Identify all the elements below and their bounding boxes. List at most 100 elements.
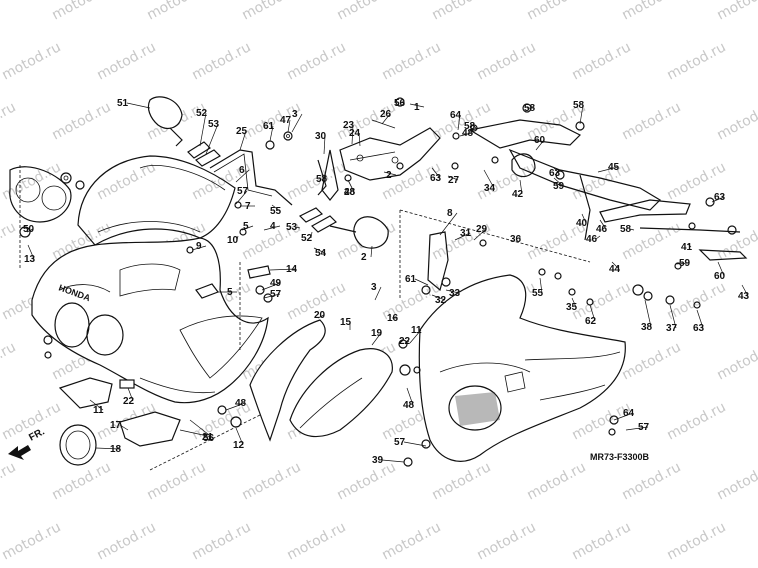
leader-line: [595, 235, 601, 240]
callout-number: 2: [386, 170, 392, 181]
fasteners: [43, 97, 737, 467]
leader-line: [119, 424, 129, 431]
leader-line: [741, 284, 749, 297]
callout-number: 43: [738, 291, 750, 302]
leader-line: [317, 314, 325, 319]
callout-number: 13: [24, 254, 36, 265]
watermark-text: motod.ru: [239, 459, 303, 503]
watermark-text: motod.ru: [49, 99, 113, 143]
stay-25: [209, 149, 293, 206]
watermark-text: motod.ru: [524, 459, 588, 503]
leader-line: [89, 399, 104, 411]
leader-line: [263, 225, 281, 231]
leader-line: [381, 459, 405, 463]
ring-12: [59, 424, 97, 466]
callout-number: 63: [693, 323, 705, 334]
grommet-48: [60, 172, 85, 190]
callout-number: 5: [227, 287, 233, 298]
leader-line: [445, 289, 460, 294]
hook-34: [511, 153, 536, 178]
watermark-text: motod.ru: [189, 519, 253, 563]
callout-number: 63: [714, 192, 726, 203]
watermark-text: motod.ru: [619, 339, 683, 383]
watermark-text: motod.ru: [474, 39, 538, 83]
watermark-text: motod.ru: [0, 99, 19, 143]
leader-line: [687, 243, 692, 248]
callout-number: 20: [314, 310, 326, 321]
leader-line: [581, 213, 587, 224]
callout-number: 26: [380, 109, 392, 120]
watermark-text: motod.ru: [664, 399, 728, 443]
watermark-text: motod.ru: [379, 39, 443, 83]
leader-line: [263, 293, 281, 299]
leader-line: [313, 247, 326, 254]
leader-line: [291, 113, 303, 133]
callout-number: 2: [361, 252, 367, 263]
leader-line: [553, 167, 560, 174]
callout-number: 61: [263, 121, 275, 132]
leader-line: [399, 101, 405, 104]
callout-number: 53: [208, 119, 220, 130]
callout-number: 51: [117, 98, 129, 109]
leader-lines: [26, 101, 749, 463]
callout-number: 48: [462, 128, 474, 139]
callout-number: 34: [484, 183, 496, 194]
watermark-text: motod.ru: [569, 39, 633, 83]
leader-line: [454, 232, 471, 241]
leader-line: [599, 219, 607, 230]
callout-number: 12: [233, 440, 245, 451]
callout-number: 57: [270, 289, 282, 300]
callout-number: 53: [286, 222, 298, 233]
callout-number: 42: [512, 189, 524, 200]
callout-number: 52: [301, 233, 313, 244]
callout-number: 64: [450, 110, 462, 121]
callout-number: 55: [532, 288, 544, 299]
leader-line: [625, 426, 649, 431]
leader-line: [383, 171, 397, 176]
callout-number: 16: [387, 313, 399, 324]
callout-number: 31: [460, 228, 472, 239]
callout-number: 4: [270, 221, 276, 232]
leader-line: [261, 282, 281, 291]
callout-number: 56: [203, 433, 215, 444]
callout-number: 60: [534, 135, 546, 146]
callout-number: 25: [236, 126, 248, 137]
callout-number: 11: [411, 325, 422, 336]
inner-panel-18: [119, 411, 181, 447]
main-bracket: [321, 119, 441, 201]
callout-number: 36: [510, 234, 522, 245]
gasket-53b: [311, 215, 337, 233]
callout-number: 33: [449, 288, 461, 299]
callout-number: 48: [344, 187, 356, 198]
callout-number: 10: [227, 235, 239, 246]
leader-line: [191, 245, 207, 251]
watermark-text: motod.ru: [49, 0, 113, 24]
callout-number: 58: [620, 224, 632, 235]
callout-number: 9: [196, 241, 202, 252]
leader-line: [447, 175, 459, 181]
leader-line: [370, 245, 373, 258]
leader-line: [241, 225, 254, 231]
callout-number: 56: [394, 98, 406, 109]
watermark-text: motod.ru: [619, 99, 683, 143]
callout-number: 48: [235, 398, 247, 409]
watermark-text: motod.ru: [239, 0, 303, 24]
gasket-52: [187, 141, 211, 159]
seal-49: [247, 265, 271, 279]
callout-number: 39: [372, 455, 384, 466]
leader-line: [374, 286, 382, 301]
leader-line: [287, 119, 291, 133]
watermark-text: motod.ru: [144, 459, 208, 503]
callout-number: 63: [549, 168, 561, 179]
callout-number: 49: [270, 278, 282, 289]
leader-line: [189, 419, 214, 439]
callout-number: 54: [315, 248, 327, 259]
leader-line: [717, 261, 725, 277]
gasket-52b: [298, 207, 324, 223]
callout-number: 57: [394, 437, 406, 448]
callout-number: 58: [464, 121, 476, 132]
watermark-text: motod.ru: [144, 0, 208, 24]
watermark-text: motod.ru: [569, 519, 633, 563]
watermark-text: motod.ru: [49, 459, 113, 503]
callout-number: 47: [280, 115, 292, 126]
